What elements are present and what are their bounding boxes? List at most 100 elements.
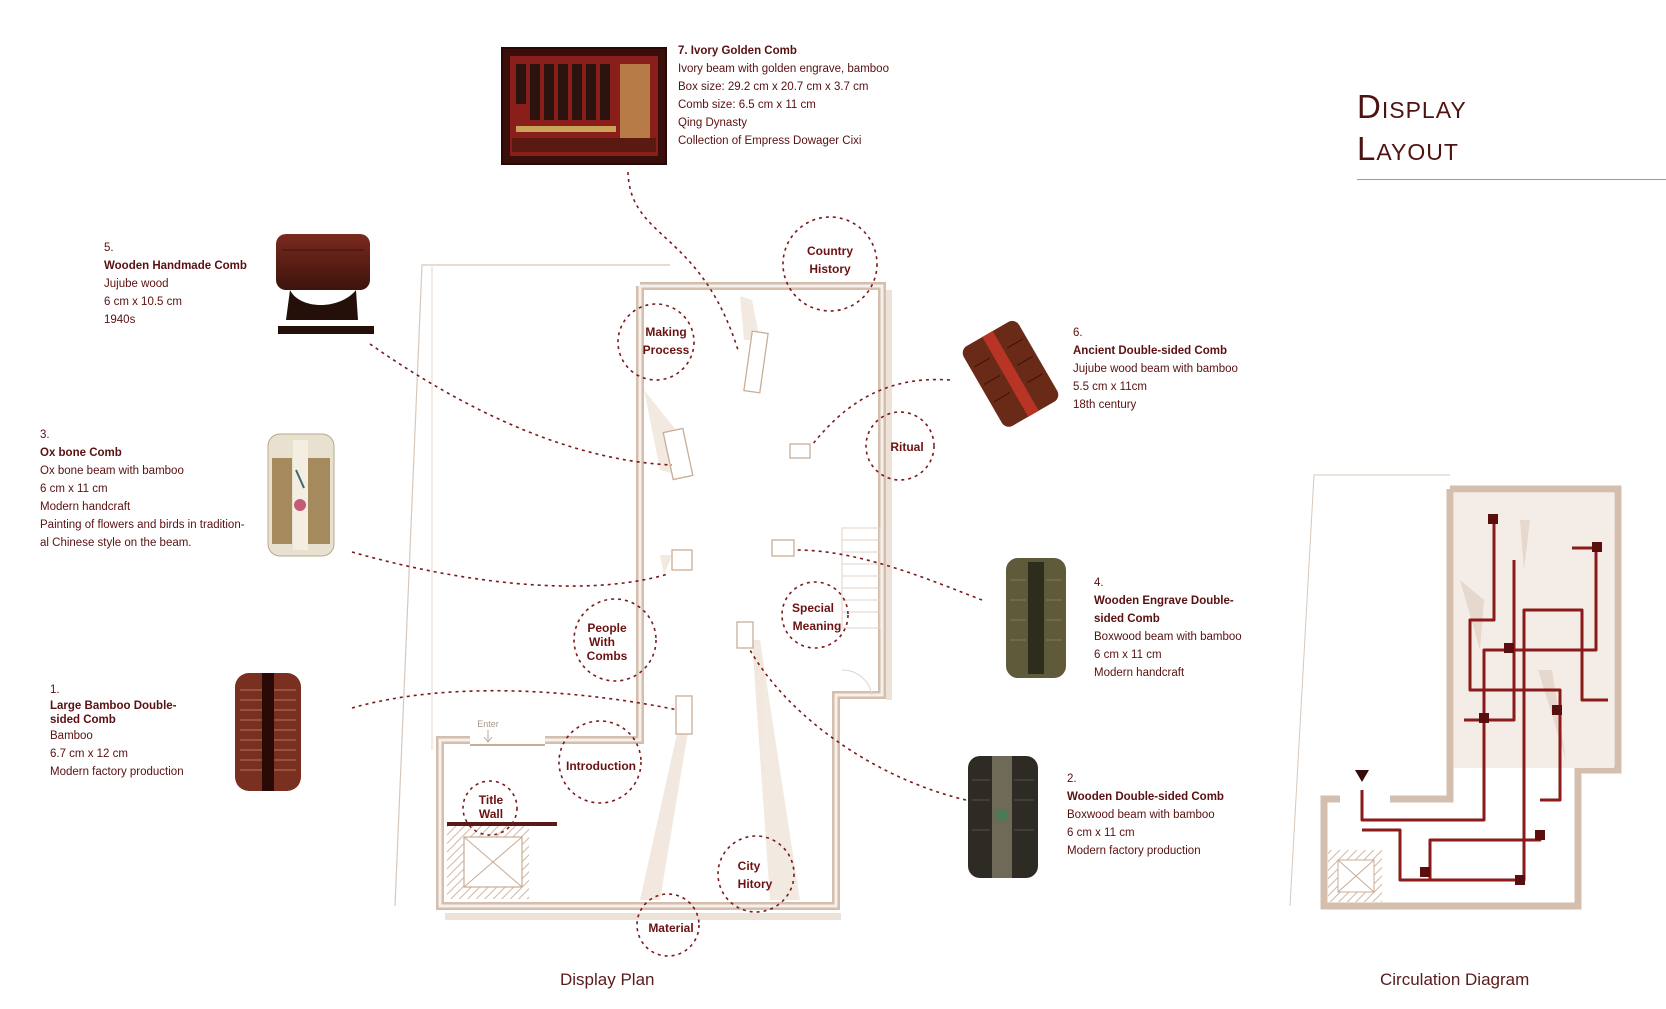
circ-context-line [1289,474,1450,907]
zone-ritual: Ritual [890,440,923,454]
route-node-6 [1535,830,1545,840]
zone-circle-special-meaning[interactable] [781,581,849,649]
item-5-name: Wooden Handmade Comb [104,260,247,272]
item-6-name: Ancient Double-sided Comb [1073,345,1227,357]
plan-shadow-band [445,913,841,920]
plan-wall-inner-left-core [545,286,642,742]
item-3-description: 3. Ox bone Comb Ox bone beam with bamboo… [40,426,250,552]
display-plan [394,264,892,920]
item-7-line: Box size: 29.2 cm x 20.7 cm x 3.7 cm [678,81,869,93]
zone-circle-ritual[interactable] [865,411,935,481]
zone-introduction: Introduction [566,759,636,773]
display-case-1[interactable] [675,695,693,735]
item-7-line: Collection of Empress Dowager Cixi [678,135,862,147]
zone-circle-people-with-combs[interactable] [573,598,657,682]
circ-start-arrow [1355,770,1369,782]
item-5-line: 6 cm x 10.5 cm [104,296,182,308]
item-3-name: Ox bone Comb [40,447,122,459]
zone-circle-city-history[interactable] [717,835,795,913]
item-3-line: 6 cm x 11 cm [40,483,108,495]
item-7-number: 7. [678,45,688,57]
zone-circle-introduction[interactable] [558,720,642,804]
item-2-line: Boxwood beam with bamboo [1067,809,1215,821]
route-node-5 [1552,705,1562,715]
item-5-number: 5. [104,242,114,254]
item-4-description: 4. Wooden Engrave Double-sided Comb Boxw… [1094,574,1254,682]
zone-circle-making-process[interactable] [617,303,695,381]
display-case-7[interactable] [743,330,769,394]
title-line-2: Layout [1357,130,1459,167]
plan-wall-inner-left [545,286,644,744]
item-1-line: 6.7 cm x 12 cm [50,748,128,760]
route-node-8 [1420,867,1430,877]
wooden-handmade-comb-image [276,234,374,334]
circulation-diagram-caption: Circulation Diagram [1380,970,1530,989]
item-4-line: 6 cm x 11 cm [1094,649,1162,661]
zone-circle-title-wall[interactable] [462,780,518,836]
display-case-4[interactable] [771,539,795,557]
zone-circle-material[interactable] [636,893,700,957]
zone-circle-country-history[interactable] [782,216,878,312]
item-2-description: 2. Wooden Double-sided Comb Boxwood beam… [1067,770,1224,860]
enter-arrow [483,730,493,743]
circulation-diagram [1289,474,1622,910]
page-title: Display Layout [1357,86,1666,170]
item-3-line: Ox bone beam with bamboo [40,465,184,477]
item-6-number: 6. [1073,327,1083,339]
item-3-number: 3. [40,429,50,441]
item-5-line: Jujube wood [104,278,169,290]
route-2 [1362,608,1608,882]
ox-bone-comb-image [267,433,335,557]
display-case-6[interactable] [789,443,811,459]
item-5-line: 1940s [104,314,136,326]
wooden-engrave-comb-image [1006,558,1066,678]
stairs [841,527,881,696]
title-line-1: Display [1357,88,1467,125]
light-cone-2 [740,296,760,340]
circ-wall-outer [1320,485,1622,910]
item-1-line: Bamboo [50,730,93,742]
light-cone-5 [660,555,672,575]
leader-5 [369,343,673,466]
circ-elevator-x2 [1337,859,1375,893]
item-1-number: 1. [50,684,60,696]
circ-cone-2 [1520,520,1530,570]
light-cone-4 [640,720,690,900]
leader-4 [795,549,983,601]
display-case-3[interactable] [671,549,693,571]
display-plan-caption: Display Plan [560,970,655,989]
enter-label: Enter [477,719,499,729]
leader-7 [627,171,739,351]
item-1-name: Large Bamboo Double-sided Comb [50,700,177,726]
leader-1 [351,689,679,711]
route-node-7 [1515,875,1525,885]
item-7-line: Ivory beam with golden engrave, bamboo [678,63,889,75]
display-case-2[interactable] [736,621,754,649]
item-4-line: Boxwood beam with bamboo [1094,631,1242,643]
item-5-description: 5. Wooden Handmade Comb Jujube wood 6 cm… [104,239,247,329]
circ-cone-1 [1460,580,1484,650]
item-2-name: Wooden Double-sided Comb [1067,791,1224,803]
item-6-line: 18th century [1073,399,1137,411]
item-4-name: Wooden Engrave Double-sided Comb [1094,595,1234,625]
display-case-5[interactable] [662,427,694,481]
route-3 [1468,520,1562,802]
item-1-line: Modern factory production [50,766,184,778]
item-3-line: Painting of flowers and birds in traditi… [40,519,245,531]
item-3-line: Modern handcraft [40,501,131,513]
item-6-line: 5.5 cm x 11cm [1073,381,1147,393]
item-2-line: Modern factory production [1067,845,1201,857]
large-bamboo-comb-image [235,673,301,791]
item-1-description: 1. Large Bamboo Double-sided Comb Bamboo… [50,681,200,781]
item-7-name: Ivory Golden Comb [690,45,797,57]
item-7-description: 7. Ivory Golden Comb Ivory beam with gol… [678,42,889,150]
title-divider [1357,179,1666,180]
light-cone-3 [752,640,800,900]
leader-6 [811,378,951,446]
plan-wall-outer-core [438,284,884,908]
